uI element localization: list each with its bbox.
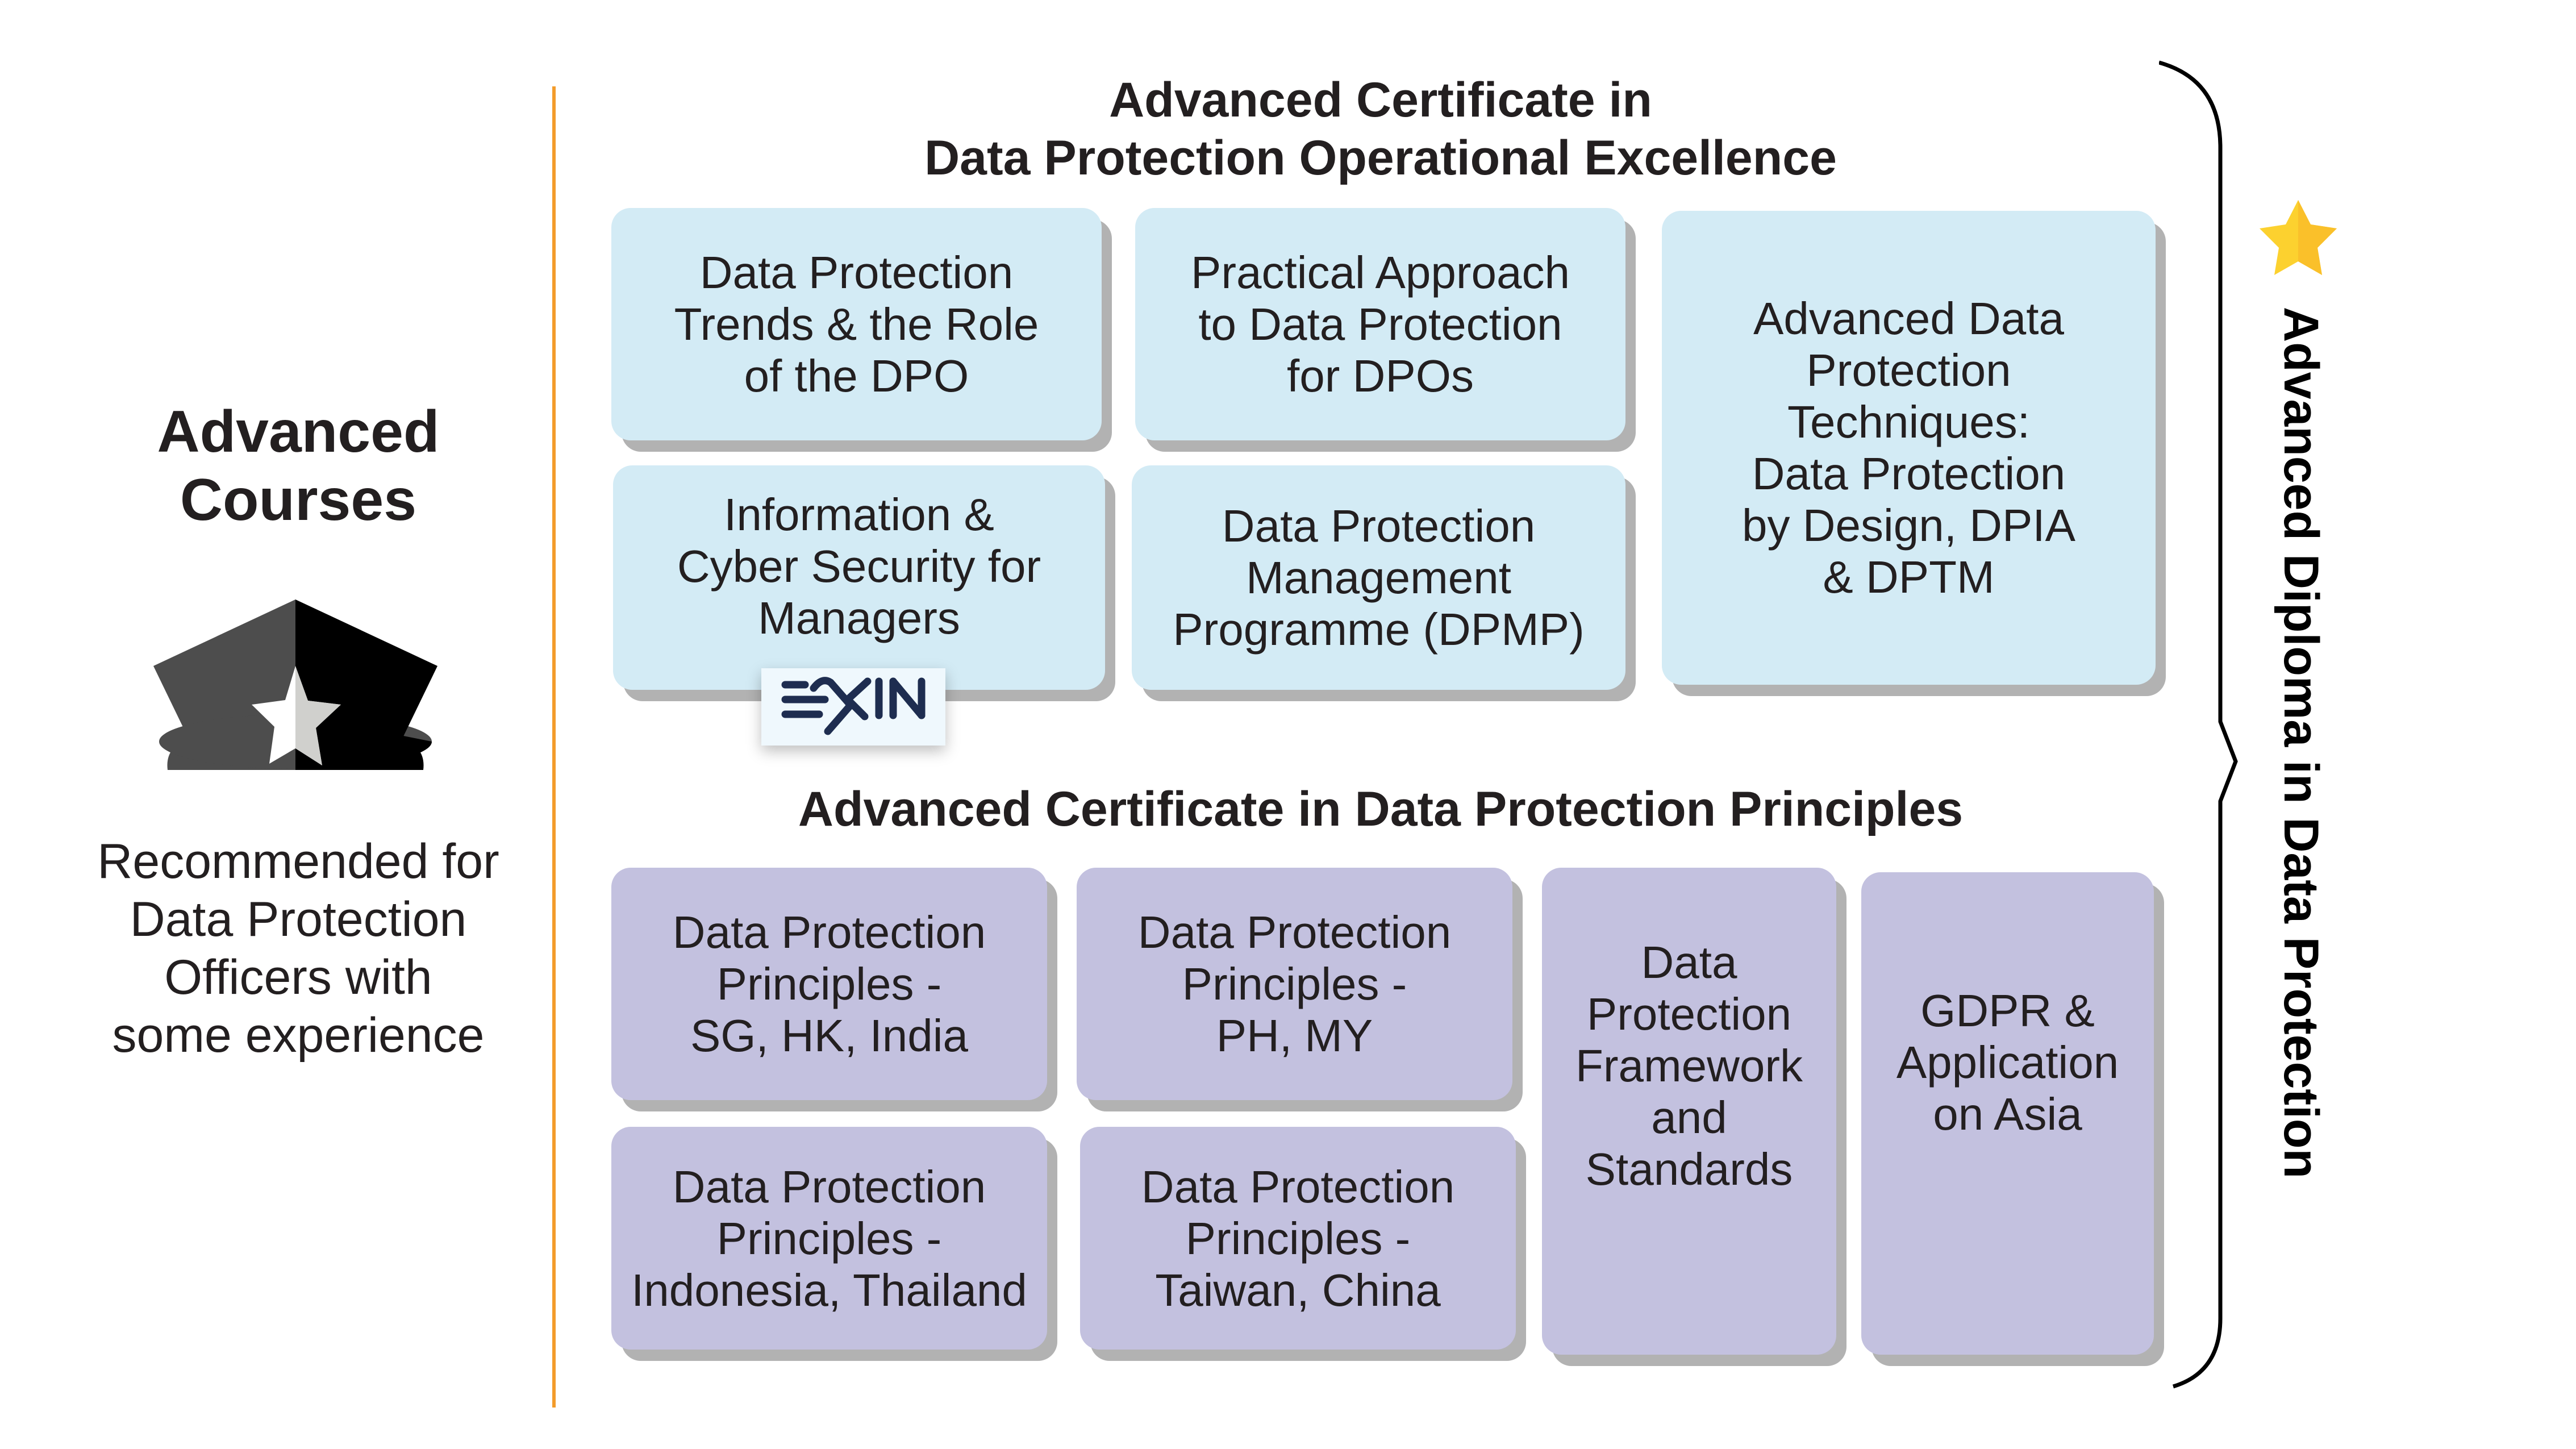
subtitle-line: some experience	[112, 1008, 485, 1063]
course-label: Data Protection Principles - SG, HK, Ind…	[672, 907, 986, 1061]
title-line-1: Advanced	[157, 399, 440, 465]
star-icon	[2260, 200, 2337, 275]
exin-logo-icon	[781, 677, 926, 735]
course-label: Data Protection Principles - PH, MY	[1137, 907, 1452, 1061]
course-label: Practical Approach to Data Protection fo…	[1190, 247, 1570, 401]
diploma-label-text: Advanced Diploma in Data Protection	[2274, 307, 2328, 1179]
course-label: Information & Cyber Security for Manager…	[677, 489, 1041, 643]
course-card-principles-ph-my[interactable]: Data Protection Principles - PH, MY	[1077, 868, 1512, 1100]
course-card-principles-indonesia-thailand[interactable]: Data Protection Principles - Indonesia, …	[611, 1127, 1047, 1350]
course-label: Data Protection Principles - Taiwan, Chi…	[1141, 1161, 1455, 1315]
section-title-line-2: Data Protection Operational Excellence	[924, 131, 1837, 185]
vertical-divider	[552, 86, 556, 1408]
course-label: Data Protection Principles - Indonesia, …	[631, 1161, 1027, 1315]
course-card-framework-standards[interactable]: Data Protection Framework and Standards	[1542, 868, 1836, 1355]
course-card-gdpr-asia[interactable]: GDPR & Application on Asia	[1861, 872, 2154, 1355]
operational-excellence-title: Advanced Certificate in Data Protection …	[739, 71, 2023, 187]
advanced-courses-title: Advanced Courses	[74, 398, 523, 534]
section-title-line-1: Advanced Certificate in	[1109, 73, 1652, 127]
exin-badge	[761, 668, 945, 746]
course-card-cyber-security[interactable]: Information & Cyber Security for Manager…	[613, 465, 1105, 690]
course-card-dpo-trends[interactable]: Data Protection Trends & the Role of the…	[611, 208, 1102, 440]
diploma-label: Advanced Diploma in Data Protection	[2267, 307, 2335, 1216]
course-label: Data Protection Framework and Standards	[1575, 937, 1803, 1194]
title-line-2: Courses	[180, 467, 417, 533]
course-label: Advanced Data Protection Techniques: Dat…	[1742, 293, 2075, 602]
audience-description: Recommended for Data Protection Officers…	[45, 832, 551, 1064]
course-card-principles-taiwan-china[interactable]: Data Protection Principles - Taiwan, Chi…	[1080, 1127, 1516, 1350]
officer-hat-icon	[153, 599, 437, 770]
subtitle-line: Data Protection	[130, 892, 467, 947]
subtitle-line: Recommended for	[97, 834, 499, 889]
course-card-principles-sg-hk-india[interactable]: Data Protection Principles - SG, HK, Ind…	[611, 868, 1047, 1100]
course-card-practical-approach[interactable]: Practical Approach to Data Protection fo…	[1135, 208, 1625, 440]
course-label: Data Protection Management Programme (DP…	[1173, 501, 1585, 655]
course-card-advanced-techniques[interactable]: Advanced Data Protection Techniques: Dat…	[1662, 211, 2156, 685]
subtitle-line: Officers with	[164, 950, 432, 1005]
course-label: Data Protection Trends & the Role of the…	[674, 247, 1039, 401]
course-card-dpmp[interactable]: Data Protection Management Programme (DP…	[1132, 465, 1625, 690]
right-brace-icon	[2159, 60, 2238, 1389]
course-label: GDPR & Application on Asia	[1896, 985, 2119, 1139]
principles-title: Advanced Certificate in Data Protection …	[798, 782, 1964, 836]
